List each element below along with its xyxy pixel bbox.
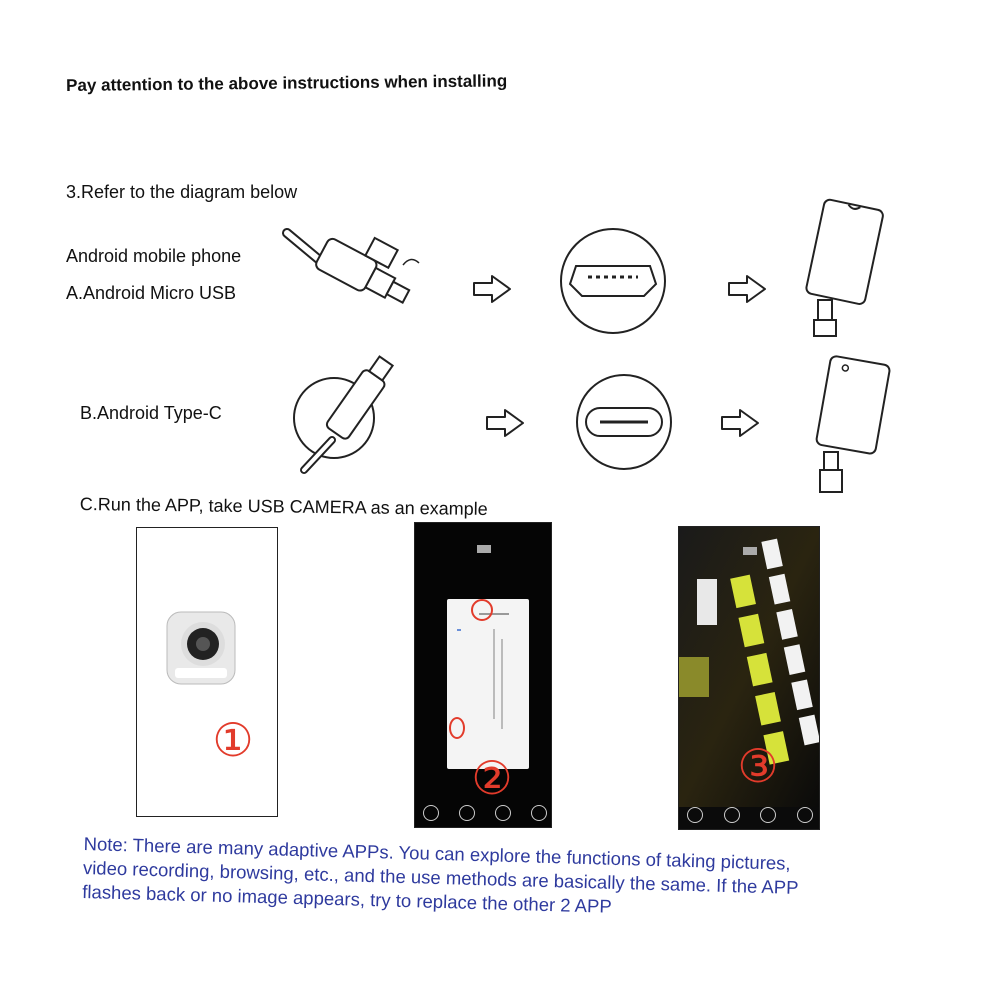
bottom-toolbar (687, 807, 813, 825)
option-c-label: C.Run the APP, take USB CAMERA as an exa… (80, 494, 488, 520)
screen-3-live-preview: ③ (678, 526, 820, 830)
step-3-label: 3.Refer to the diagram below (66, 182, 297, 203)
instructions-heading: Pay attention to the above instructions … (66, 71, 507, 96)
camera-mode-icon[interactable] (724, 807, 740, 823)
arrow-right-icon (727, 274, 767, 304)
permission-dialog (447, 599, 529, 769)
gallery-icon[interactable] (797, 807, 813, 823)
phone-icon (808, 356, 898, 496)
note-text: Note: There are many adaptive APPs. You … (82, 832, 964, 929)
app-icon[interactable] (165, 610, 237, 686)
screen-2-permission-dialog: ② (414, 522, 552, 828)
bottom-toolbar (423, 805, 547, 823)
phone-icon (800, 200, 890, 340)
android-phone-label: Android mobile phone (66, 246, 241, 267)
option-b-label: B.Android Type-C (80, 403, 222, 424)
settings-icon[interactable] (423, 805, 439, 821)
arrow-right-icon (720, 408, 760, 438)
arrow-right-icon (472, 274, 512, 304)
status-icon (477, 545, 491, 553)
step-number-marker: ③ (735, 743, 781, 789)
gallery-icon[interactable] (531, 805, 547, 821)
status-icon (743, 547, 757, 555)
type-c-port-icon (574, 372, 674, 472)
settings-icon[interactable] (687, 807, 703, 823)
step-number-marker: ① (209, 716, 257, 764)
arrow-right-icon (485, 408, 525, 438)
option-a-label: A.Android Micro USB (66, 283, 236, 304)
screen-1-app-icon: ① (136, 527, 278, 817)
record-icon[interactable] (495, 805, 511, 821)
step-number-marker: ② (469, 755, 515, 801)
record-icon[interactable] (760, 807, 776, 823)
red-circle-marker (449, 717, 465, 739)
micro-usb-cable-icon (285, 225, 425, 315)
micro-usb-port-icon (558, 226, 668, 336)
camera-mode-icon[interactable] (459, 805, 475, 821)
type-c-cable-icon (292, 348, 412, 478)
red-circle-marker (471, 599, 493, 621)
